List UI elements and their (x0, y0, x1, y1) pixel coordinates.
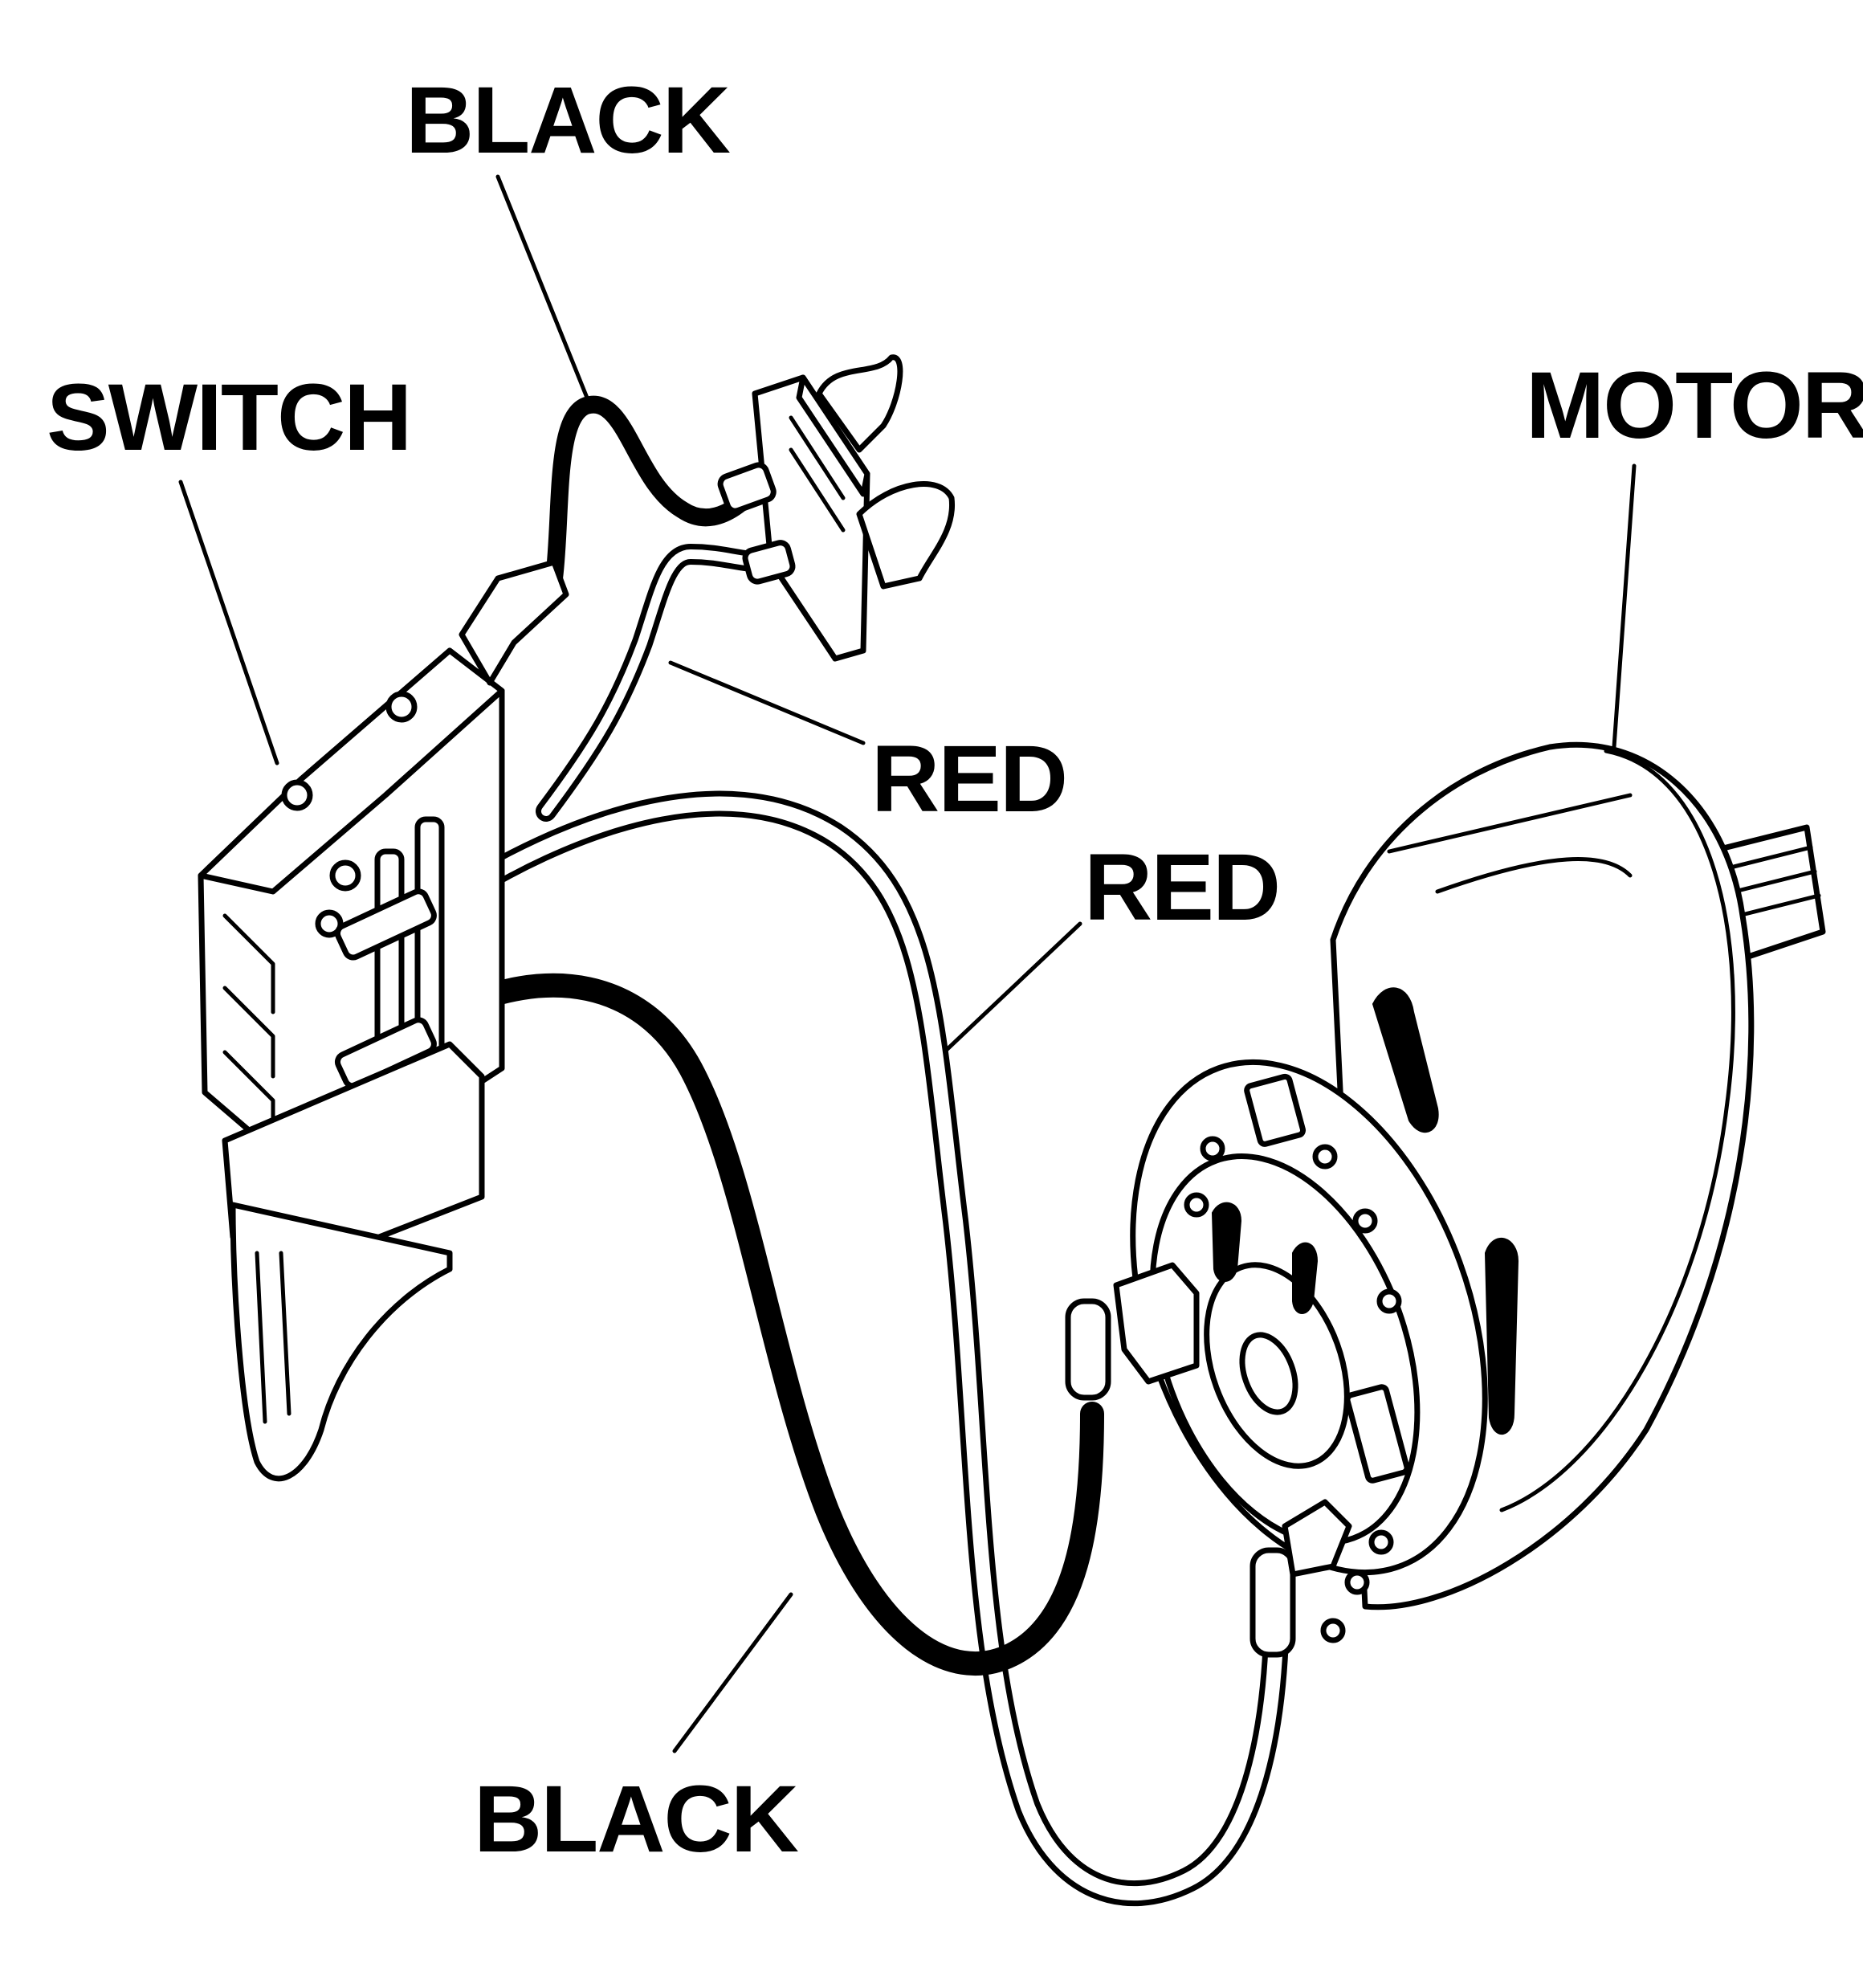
label-black-bottom: BLACK (474, 1766, 799, 1872)
motor (1065, 741, 1826, 1658)
leader-motor (1612, 463, 1637, 749)
label-red-upper: RED (871, 726, 1066, 832)
wires (437, 395, 1290, 1907)
wire-black-battery (545, 395, 760, 587)
label-red-middle: RED (1084, 835, 1279, 941)
label-black-top: BLACK (406, 67, 731, 173)
leader-red-upper (668, 660, 866, 745)
leader-black-top (495, 174, 593, 408)
battery-terminal-block (717, 354, 956, 662)
wire-black-motor (438, 973, 1104, 1676)
label-switch: SWITCH (47, 365, 410, 471)
leader-switch (178, 480, 279, 765)
leader-black-bottom (672, 1592, 793, 1753)
leader-lines (178, 174, 1637, 1753)
label-motor: MOTOR (1526, 353, 1863, 459)
switch-assembly (198, 559, 569, 1482)
leader-red-middle (933, 921, 1082, 1063)
